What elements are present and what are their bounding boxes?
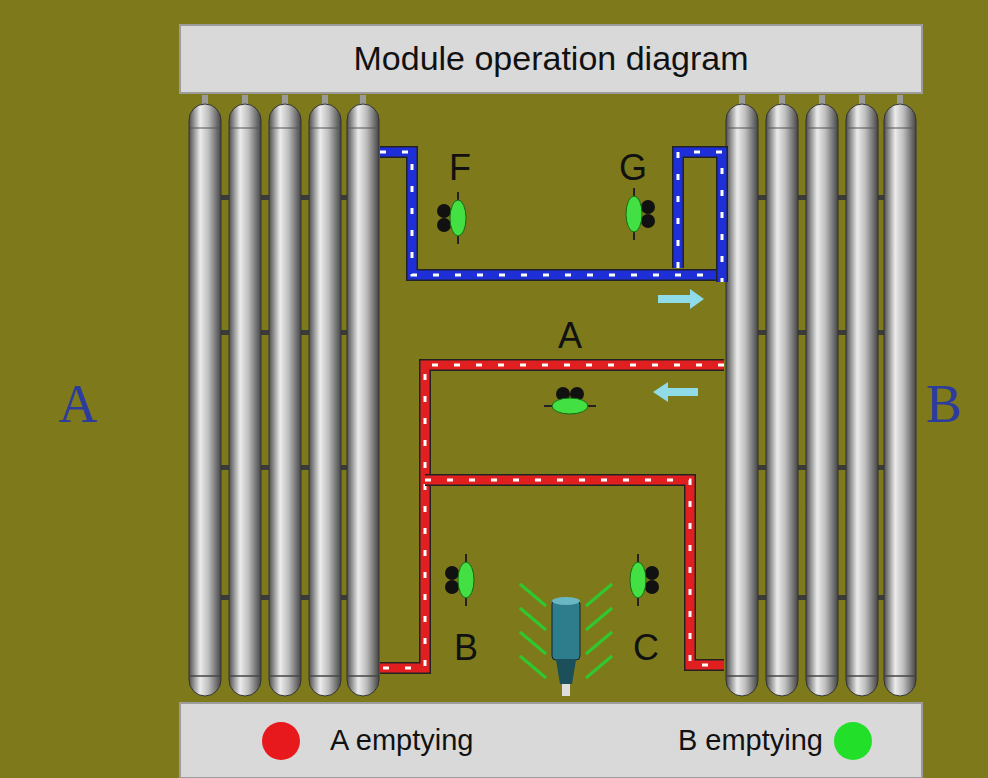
gas-cylinder	[347, 104, 379, 696]
nozzle-part	[562, 684, 570, 696]
valve-part	[437, 218, 451, 232]
cylinder-seam	[230, 675, 260, 677]
nozzle-part	[520, 632, 546, 654]
cylinder-seam	[310, 675, 340, 677]
valve-symbol	[626, 188, 655, 240]
valve-letter: G	[619, 148, 647, 188]
cylinder-seam	[190, 128, 220, 129]
discharge-nozzle	[520, 584, 612, 696]
valve-letter: A	[558, 316, 582, 356]
cylinder-seam	[310, 128, 340, 129]
valve-part	[645, 580, 659, 594]
nozzle-part	[556, 660, 576, 684]
valve-part	[450, 200, 466, 236]
cylinder-seam	[767, 128, 797, 129]
gas-cylinder	[846, 104, 878, 696]
nozzle-part	[520, 608, 546, 630]
blue-pipe-outline	[678, 152, 722, 282]
title-bar	[180, 25, 922, 93]
blue-pipe-flow	[678, 152, 722, 282]
cylinder-seam	[807, 128, 837, 129]
valve-part	[641, 200, 655, 214]
valve-symbol	[544, 387, 596, 414]
cylinder-seam	[847, 128, 877, 129]
legend-bar	[180, 703, 922, 778]
valve-part	[645, 566, 659, 580]
valve-letter: F	[449, 148, 471, 188]
bank-letter: A	[59, 375, 98, 434]
flow-arrow	[653, 382, 698, 402]
bank-letter: B	[926, 375, 962, 434]
legend-swatch	[834, 722, 872, 760]
valve-part	[641, 214, 655, 228]
valve-symbol	[630, 554, 659, 606]
cylinder-seam	[807, 675, 837, 677]
legend-swatch	[262, 722, 300, 760]
valve-letter: B	[454, 628, 478, 668]
nozzle-part	[552, 600, 580, 660]
legend-text: B emptying	[678, 725, 823, 757]
gas-cylinder	[309, 104, 341, 696]
legend-text: A emptying	[330, 725, 473, 757]
cylinder-seam	[847, 675, 877, 677]
nozzle-part	[552, 597, 580, 605]
valve-part	[630, 562, 646, 598]
blue-pipe-flow	[380, 152, 722, 275]
gas-cylinder	[884, 104, 916, 696]
valve-part	[445, 566, 459, 580]
valve-part	[437, 204, 451, 218]
cylinder-seam	[348, 128, 378, 129]
blue-pipe	[678, 152, 722, 282]
cylinder-seam	[348, 675, 378, 677]
valve-part	[458, 562, 474, 598]
cylinder-seam	[190, 675, 220, 677]
red-pipe-outline	[380, 365, 724, 668]
nozzle-part	[586, 584, 612, 606]
blue-pipe-outline	[380, 152, 722, 275]
valve-part	[552, 398, 588, 414]
valve-part	[626, 196, 642, 232]
nozzle-part	[586, 632, 612, 654]
cylinder-seam	[270, 128, 300, 129]
cylinder-seam	[767, 675, 797, 677]
cylinder-seam	[270, 675, 300, 677]
cylinder-seam	[885, 128, 915, 129]
gas-cylinder	[269, 104, 301, 696]
valve-part	[445, 580, 459, 594]
gas-cylinder	[189, 104, 221, 696]
cylinder-seam	[230, 128, 260, 129]
red-pipe-flow	[380, 365, 724, 668]
nozzle-part	[520, 656, 546, 678]
valve-symbol	[437, 192, 466, 244]
cylinder-seam	[727, 128, 757, 129]
cylinder-seam	[727, 675, 757, 677]
gas-cylinder	[726, 104, 758, 696]
cylinder-seam	[885, 675, 915, 677]
diagram-title: Module operation diagram	[353, 40, 748, 77]
nozzle-part	[586, 608, 612, 630]
nozzle-part	[520, 584, 546, 606]
tank-banks	[189, 95, 916, 696]
gas-cylinder	[229, 104, 261, 696]
flow-arrow	[658, 289, 704, 309]
blue-pipe	[380, 152, 722, 275]
valve-symbol	[445, 554, 474, 606]
red-pipe	[380, 365, 724, 668]
nozzle-part	[586, 656, 612, 678]
gas-cylinder	[806, 104, 838, 696]
valve-letter: C	[633, 628, 659, 668]
gas-cylinder	[766, 104, 798, 696]
